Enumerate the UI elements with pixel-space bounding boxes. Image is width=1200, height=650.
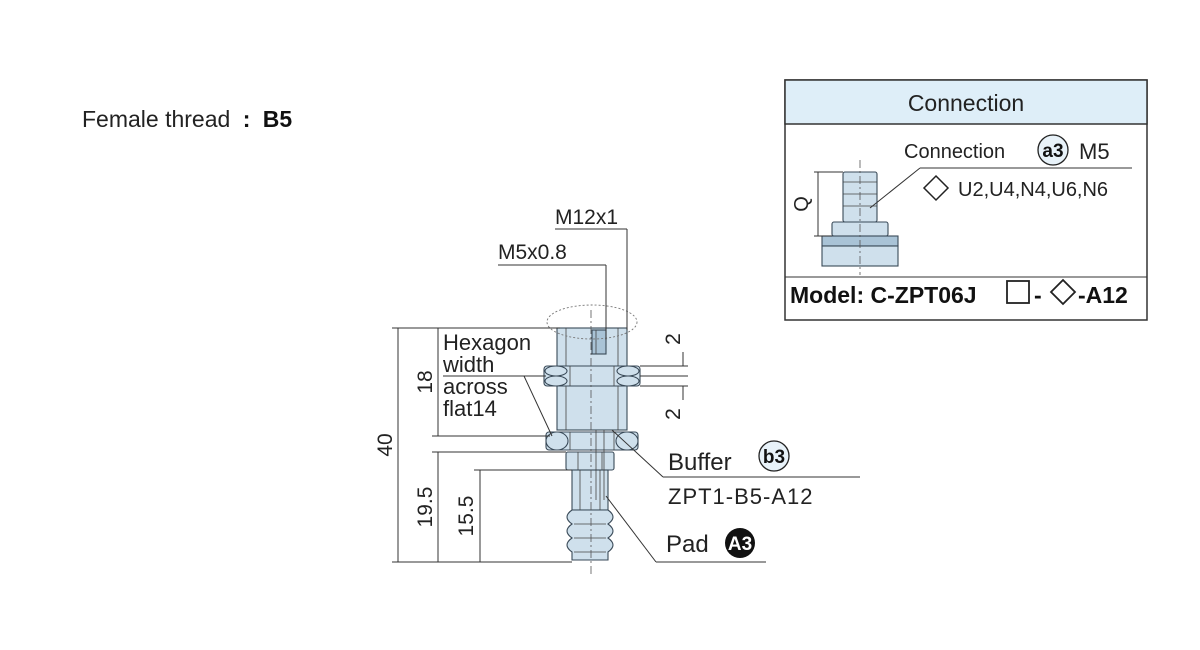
svg-text:flat14: flat14: [443, 396, 497, 421]
heading-code: B5: [263, 106, 293, 132]
model-code: C-ZPT06J: [871, 282, 977, 308]
diamond-icon: [922, 174, 950, 202]
model-diamond-icon: [1049, 278, 1077, 306]
dim-overall: 40: [374, 433, 397, 456]
heading-label: Female thread: [82, 106, 230, 132]
dim-lower: 19.5: [414, 487, 437, 528]
square-icon: [1006, 280, 1030, 304]
svg-text:across: across: [443, 374, 508, 399]
dim-gap-bottom: 2: [662, 408, 685, 420]
stem-nut: [565, 451, 615, 471]
fitting-drawing: Q: [791, 160, 899, 275]
connection-badge: [1037, 134, 1069, 166]
connection-highlight: [546, 304, 638, 340]
buffer-label: Buffer b3 ZPT1-B5-A12: [611, 429, 860, 509]
bellows-pad: [566, 509, 614, 561]
connection-header: [784, 79, 1148, 125]
female-thread: [591, 329, 607, 355]
connection-box: Connection Q Connection a3 M5 U2,U4,N4,U…: [784, 79, 1148, 321]
dim-m5: M5x0.8: [498, 241, 567, 264]
model-dash: -: [1034, 282, 1042, 308]
model-line: Model: C-ZPT06J: [790, 282, 977, 308]
heading-text: Female thread : B5: [82, 106, 292, 132]
svg-text:a3: a3: [1042, 141, 1063, 162]
hexagon-label: Hexagon width across flat14: [442, 330, 553, 437]
connection-thread: M5: [1079, 139, 1110, 164]
model-suffix: -A12: [1078, 282, 1128, 308]
stem: [571, 469, 609, 511]
pad-badge: [725, 528, 755, 558]
q-label: Q: [791, 196, 813, 212]
buffer-code: ZPT1-B5-A12: [668, 484, 814, 509]
svg-text:Pad: Pad: [666, 531, 709, 558]
connection-label: Connection: [904, 141, 1005, 163]
dim-upper: 18: [414, 370, 437, 393]
svg-text:Buffer: Buffer: [668, 449, 732, 476]
dim-gap-top: 2: [662, 333, 685, 345]
svg-text:Hexagon: Hexagon: [443, 330, 531, 355]
connection-title: Connection: [908, 90, 1024, 116]
pad-label: Pad A3: [605, 495, 766, 563]
svg-text:width: width: [442, 352, 494, 377]
dim-m12: M12x1: [555, 206, 618, 229]
dim-pad-len: 15.5: [455, 496, 478, 537]
buffer-badge: [758, 440, 790, 472]
heading-sep: :: [243, 106, 251, 132]
connection-options: U2,U4,N4,U6,N6: [958, 179, 1108, 201]
svg-text:A3: A3: [728, 534, 752, 555]
main-part: [543, 304, 641, 575]
svg-text:b3: b3: [763, 447, 785, 468]
upper-nut: [543, 365, 641, 387]
lower-nut: [545, 431, 639, 451]
model-prefix: Model:: [790, 282, 864, 308]
